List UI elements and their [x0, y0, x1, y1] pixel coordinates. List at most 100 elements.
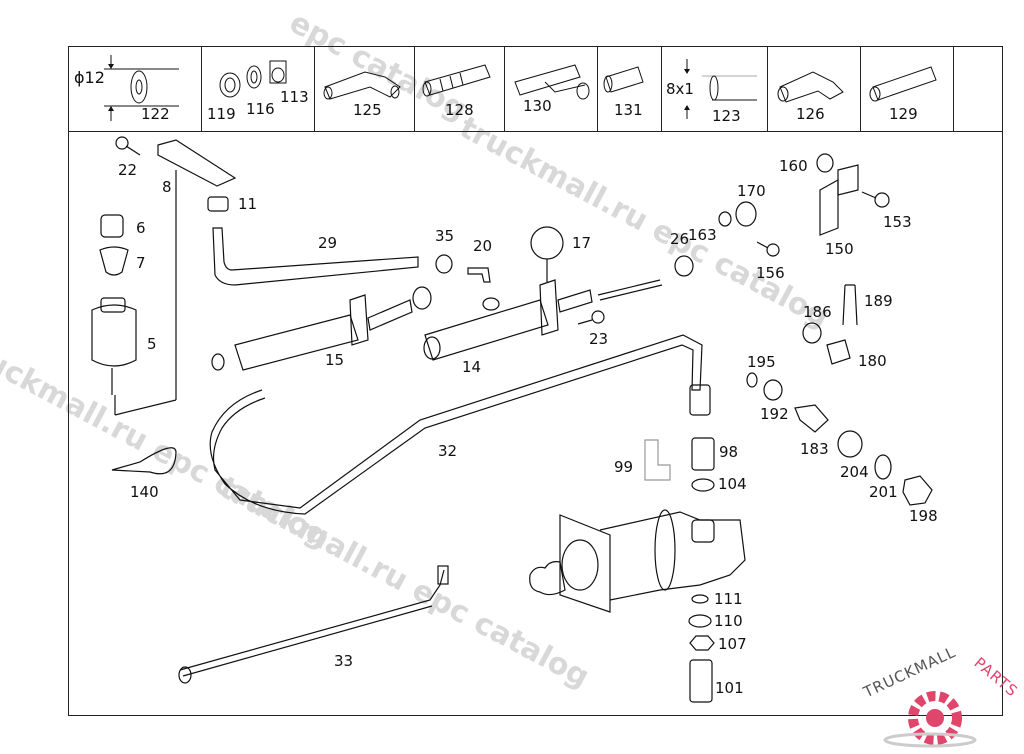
part-number: 113 — [280, 88, 309, 106]
part-number: 125 — [353, 101, 382, 119]
callout-20[interactable]: 20 — [473, 237, 493, 255]
bracket-150 — [819, 178, 839, 236]
part-number: 129 — [889, 105, 918, 123]
part-cell-126[interactable]: 126 — [768, 47, 861, 131]
tube-icon — [684, 59, 757, 119]
dimension-label: 8x1 — [666, 80, 694, 98]
part-cell-131[interactable]: 131 — [598, 47, 662, 131]
washer-192 — [763, 379, 783, 401]
part-number: 131 — [614, 101, 643, 119]
callout-17[interactable]: 17 — [572, 234, 592, 252]
fitting-98 — [691, 437, 715, 471]
part-cell-129[interactable]: 129 — [861, 47, 954, 131]
washer-111 — [691, 594, 709, 604]
callout-111[interactable]: 111 — [714, 590, 743, 608]
wrench-17 — [530, 226, 564, 260]
callout-99[interactable]: 99 — [614, 458, 634, 476]
callout-163[interactable]: 163 — [688, 226, 717, 244]
truckmall-parts-logo: TRUCKMALL PARTS — [850, 643, 1024, 750]
callout-98[interactable]: 98 — [719, 443, 739, 461]
washer-160 — [816, 153, 834, 173]
part-cell-123[interactable]: 8x1 123 — [662, 47, 768, 131]
callout-101[interactable]: 101 — [715, 679, 744, 697]
bolt-156 — [756, 241, 780, 257]
push-rod-26 — [597, 279, 661, 296]
callout-153[interactable]: 153 — [883, 213, 912, 231]
callout-160[interactable]: 160 — [779, 157, 808, 175]
callout-204[interactable]: 204 — [840, 463, 869, 481]
elbow-fitting-icon — [323, 71, 401, 100]
strainer-7 — [99, 246, 129, 276]
callout-107[interactable]: 107 — [718, 635, 747, 653]
reservoir-5 — [91, 304, 137, 367]
washer-186 — [802, 322, 822, 344]
hose-33 — [179, 569, 445, 671]
callout-32[interactable]: 32 — [438, 442, 458, 460]
callout-11[interactable]: 11 — [238, 195, 258, 213]
leader-line — [114, 399, 177, 416]
callout-22[interactable]: 22 — [118, 161, 138, 179]
nut-198 — [902, 475, 933, 506]
callout-33[interactable]: 33 — [334, 652, 354, 670]
callout-198[interactable]: 198 — [909, 507, 938, 525]
callout-150[interactable]: 150 — [825, 240, 854, 258]
bracket-8 — [157, 139, 237, 187]
callout-7[interactable]: 7 — [136, 254, 146, 272]
callout-5[interactable]: 5 — [147, 335, 157, 353]
callout-180[interactable]: 180 — [858, 352, 887, 370]
seal-204 — [837, 430, 863, 458]
cap-6 — [100, 214, 124, 238]
fitting-101 — [689, 659, 713, 703]
callout-183[interactable]: 183 — [800, 440, 829, 458]
callout-201[interactable]: 201 — [869, 483, 898, 501]
seal-104 — [691, 478, 715, 492]
hose-29 — [212, 227, 419, 286]
callout-104[interactable]: 104 — [718, 475, 747, 493]
callout-26[interactable]: 26 — [670, 230, 690, 248]
washer-195 — [746, 372, 758, 388]
slave-cylinder-15 — [234, 314, 359, 371]
seal-nut-icons — [219, 60, 287, 98]
tee-fitting-icon — [514, 64, 590, 100]
clip-35 — [435, 254, 453, 274]
clamp-140 — [111, 447, 177, 475]
clip-189 — [842, 284, 858, 326]
callout-110[interactable]: 110 — [714, 612, 743, 630]
callout-140[interactable]: 140 — [130, 483, 159, 501]
washer-163 — [718, 211, 732, 227]
elbow-fitting-icon — [777, 71, 844, 103]
callout-8[interactable]: 8 — [162, 178, 172, 196]
callout-186[interactable]: 186 — [803, 303, 832, 321]
bolt-23 — [577, 310, 605, 325]
callout-156[interactable]: 156 — [756, 264, 785, 282]
part-number: 130 — [523, 97, 552, 115]
part-cell-119-116-113[interactable]: 119 116 113 — [202, 47, 315, 131]
straight-connector-icon — [422, 64, 491, 97]
bushing-170 — [735, 201, 757, 227]
part-number: 126 — [796, 105, 825, 123]
nut-11 — [207, 196, 229, 212]
callout-170[interactable]: 170 — [737, 182, 766, 200]
callout-15[interactable]: 15 — [325, 351, 345, 369]
elbow-99 — [644, 439, 671, 481]
callout-14[interactable]: 14 — [462, 358, 482, 376]
callout-189[interactable]: 189 — [864, 292, 893, 310]
callout-23[interactable]: 23 — [589, 330, 609, 348]
callout-192[interactable]: 192 — [760, 405, 789, 423]
pipe-32 — [209, 334, 703, 515]
callout-195[interactable]: 195 — [747, 353, 776, 371]
gear-logo-icon — [883, 691, 977, 748]
bolt-22 — [115, 136, 141, 156]
callout-29[interactable]: 29 — [318, 234, 338, 252]
tube-icon — [104, 55, 179, 121]
part-cell-122[interactable]: ϕ12 122 — [69, 47, 202, 131]
part-cell-128[interactable]: 128 — [415, 47, 505, 131]
part-cell-125[interactable]: 125 — [315, 47, 415, 131]
fitting-180 — [826, 339, 851, 365]
part-cell-130[interactable]: 130 — [505, 47, 598, 131]
nut-107 — [689, 635, 715, 651]
callout-35[interactable]: 35 — [435, 227, 455, 245]
part-number: 122 — [141, 105, 170, 123]
callout-6[interactable]: 6 — [136, 219, 146, 237]
header-parts-row: ϕ12 122 119 116 113 125 — [69, 47, 1002, 132]
